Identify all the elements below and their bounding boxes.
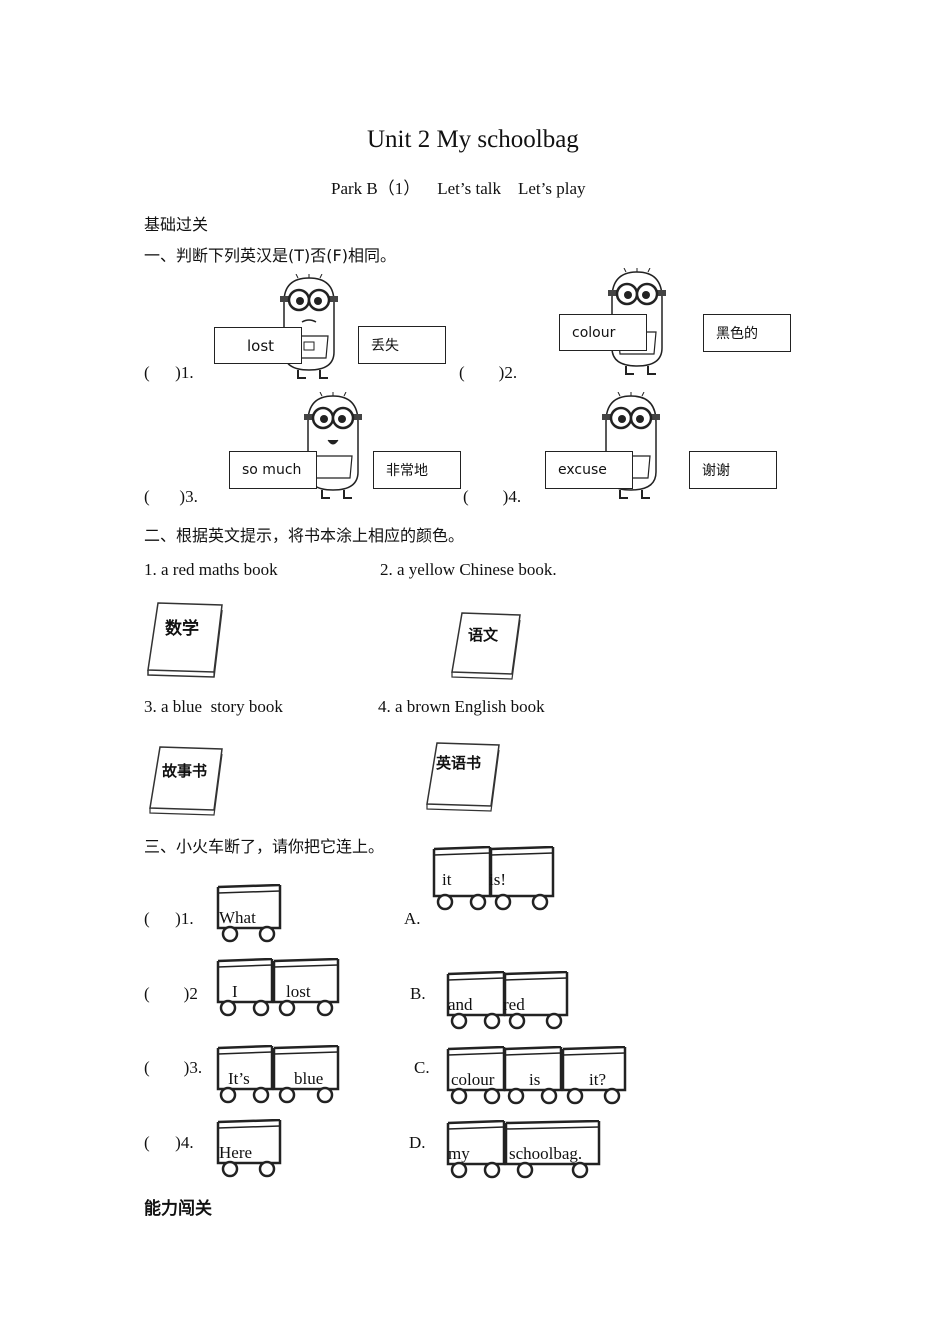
train-word: is! — [489, 870, 506, 889]
train-car-icon — [503, 1046, 563, 1105]
book-icon[interactable] — [144, 600, 226, 678]
train-letter-b[interactable]: B. — [410, 984, 426, 1003]
english-word-box: colour — [559, 314, 647, 351]
train-car-icon — [446, 1120, 506, 1179]
train-word: schoolbag. — [509, 1144, 583, 1163]
answer-blank-2[interactable]: ( )2. — [459, 363, 518, 382]
train-word: it? — [589, 1070, 606, 1089]
chinese-word-box: 丢失 — [358, 326, 446, 364]
train-word: I — [232, 982, 238, 1001]
train-car-icon — [446, 971, 506, 1030]
part2-heading: 二、根据英文提示，将书本涂上相应的颜色。 — [144, 526, 465, 545]
book-instruction-3: 3. a blue story book — [144, 697, 283, 716]
train-car-icon — [504, 1120, 601, 1179]
train-car-icon — [216, 884, 282, 943]
train-word: What — [219, 908, 256, 927]
train-car-icon — [216, 1119, 282, 1178]
answer-blank-4[interactable]: ( )4. — [463, 487, 522, 506]
english-word-box: lost — [214, 327, 302, 364]
train-word: colour — [451, 1070, 495, 1089]
book-instruction-2: 2. a yellow Chinese book. — [380, 560, 557, 579]
train-car-icon — [489, 846, 555, 911]
train-word: my — [448, 1144, 470, 1163]
book-label: 英语书 — [436, 754, 482, 772]
train-word: Here — [219, 1143, 253, 1162]
section-basic-heading: 基础过关 — [144, 215, 209, 234]
train-car-icon — [216, 958, 274, 1017]
train-car-icon — [503, 971, 569, 1030]
book-instruction-4: 4. a brown English book — [378, 697, 545, 716]
train-word: it — [442, 870, 452, 889]
book-icon[interactable] — [448, 610, 524, 680]
train-car-icon — [561, 1046, 627, 1105]
train-letter-a[interactable]: A. — [404, 909, 421, 928]
train-word: and — [448, 995, 473, 1014]
english-word-box: excuse — [545, 451, 633, 489]
train-letter-c[interactable]: C. — [414, 1058, 430, 1077]
english-word-box: so much — [229, 451, 317, 489]
train-word: It’s — [228, 1069, 250, 1088]
book-instruction-1: 1. a red maths book — [144, 560, 278, 579]
train-car-icon — [432, 846, 492, 911]
minion-icon — [304, 392, 362, 499]
train-number-3[interactable]: ( )3. — [144, 1058, 203, 1077]
answer-blank-1[interactable]: ( )1. — [144, 363, 194, 382]
train-word: blue — [294, 1069, 324, 1088]
train-car-icon — [272, 1045, 340, 1104]
page-title: Unit 2 My schoolbag — [367, 126, 579, 153]
train-number-2[interactable]: ( )2 — [144, 984, 198, 1003]
chinese-word-box: 黑色的 — [703, 314, 791, 352]
answer-blank-3[interactable]: ( )3. — [144, 487, 198, 506]
book-label: 故事书 — [162, 762, 208, 780]
part3-heading: 三、小火车断了，请你把它连上。 — [144, 837, 385, 856]
book-label: 语文 — [468, 626, 499, 644]
book-icon[interactable] — [423, 740, 503, 812]
page-subtitle: Park B（1） Let’s talk Let’s play — [331, 179, 586, 198]
chinese-word-box: 非常地 — [373, 451, 461, 489]
train-letter-d[interactable]: D. — [409, 1133, 426, 1152]
book-label: 数学 — [165, 619, 199, 639]
train-car-icon — [216, 1045, 274, 1104]
book-icon[interactable] — [146, 744, 226, 816]
section-ability-heading: 能力闯关 — [144, 1199, 212, 1219]
train-word: is — [529, 1070, 541, 1089]
train-car-icon — [272, 958, 340, 1017]
chinese-word-box: 谢谢 — [689, 451, 777, 489]
train-number-1[interactable]: ( )1. — [144, 909, 194, 928]
part1-heading: 一、判断下列英汉是(T)否(F)相同。 — [144, 246, 396, 265]
train-word: red — [503, 995, 525, 1014]
train-number-4[interactable]: ( )4. — [144, 1133, 194, 1152]
train-word: lost — [286, 982, 311, 1001]
